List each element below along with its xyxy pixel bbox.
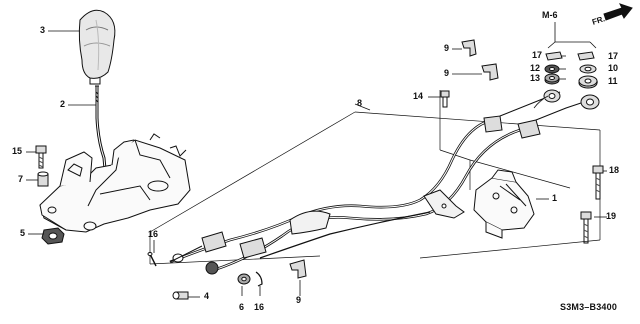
shift-cables <box>169 120 521 272</box>
cable-mid-bracket <box>289 189 465 235</box>
bushing-13 <box>544 73 560 85</box>
clip-9-middle <box>481 63 499 81</box>
bolt-14 <box>440 90 450 108</box>
callout-17-right: 17 <box>608 51 619 61</box>
callout-14: 14 <box>413 91 424 101</box>
callout-16-bottom: 16 <box>254 302 265 312</box>
diagram-reference-code: S3M3–B3400 <box>560 302 618 312</box>
callout-10: 10 <box>608 63 619 73</box>
washer-12 <box>544 64 560 74</box>
pin-4 <box>172 291 189 300</box>
shift-lever <box>95 85 108 181</box>
lever-base-bracket <box>39 133 191 233</box>
callout-11: 11 <box>608 76 618 86</box>
callout-9-middle: 9 <box>444 68 450 78</box>
clip-9-top <box>461 39 477 57</box>
callout-8: 8 <box>357 98 363 108</box>
callout-9-bottom: 9 <box>296 295 302 305</box>
callout-2: 2 <box>60 99 66 109</box>
washer-10 <box>579 64 597 74</box>
front-direction-arrow-icon <box>603 3 633 21</box>
clip-9-bottom <box>289 259 307 279</box>
bolt-15 <box>35 145 47 169</box>
callout-5: 5 <box>20 228 26 238</box>
washer-6 <box>237 273 251 285</box>
bushing-11 <box>578 75 598 89</box>
callout-1: 1 <box>552 193 558 203</box>
pin-16-bottom <box>255 271 263 287</box>
bushing-5 <box>41 227 65 245</box>
clip-17-right <box>577 51 595 61</box>
callout-3: 3 <box>40 25 46 35</box>
section-reference: M-6 <box>542 10 558 20</box>
callout-7: 7 <box>18 174 24 184</box>
collar-7 <box>37 171 49 187</box>
pin-16-left <box>147 252 157 267</box>
callout-16-left: 16 <box>148 229 159 239</box>
callout-19: 19 <box>606 211 617 221</box>
cable-ends-transmission <box>483 89 600 139</box>
bolt-19 <box>580 211 592 244</box>
callout-15: 15 <box>12 146 23 156</box>
callout-6: 6 <box>239 302 245 312</box>
callout-18: 18 <box>609 165 620 175</box>
callout-13: 13 <box>530 73 541 83</box>
clip-17-left <box>545 51 563 61</box>
callout-17-left: 17 <box>532 50 543 60</box>
cable-ends-shifter <box>169 231 267 275</box>
callout-4: 4 <box>204 291 210 301</box>
bolt-18 <box>592 165 604 200</box>
cable-bracket-1 <box>473 169 535 239</box>
callout-9-top: 9 <box>444 43 450 53</box>
callout-12: 12 <box>530 63 541 73</box>
shift-knob <box>78 9 116 85</box>
